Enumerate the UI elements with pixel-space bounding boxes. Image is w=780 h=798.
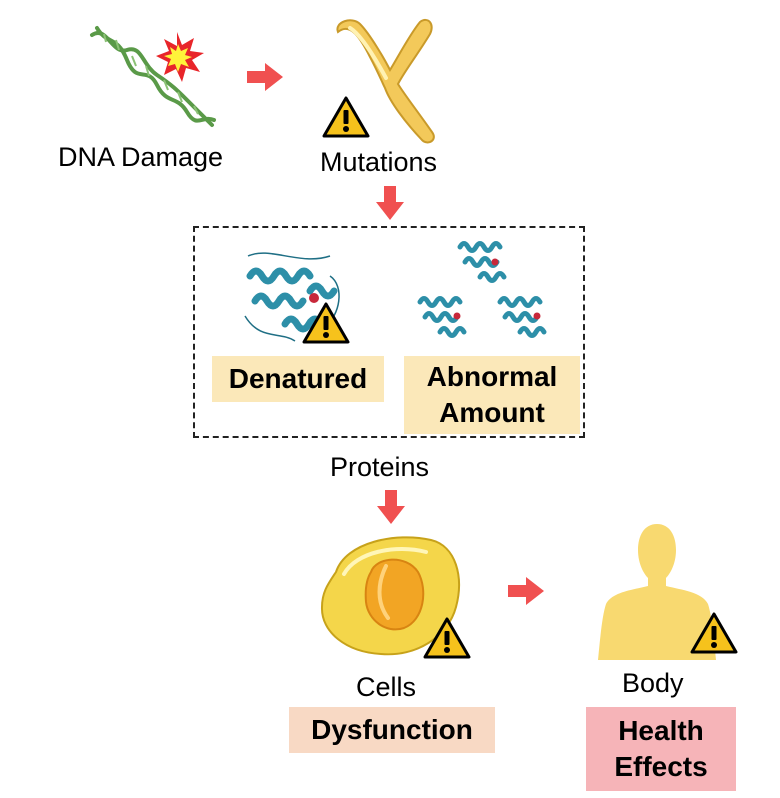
protein-cluster-icon	[417, 241, 547, 338]
arrow-right-icon	[247, 63, 283, 91]
health-effects-line1: Health	[618, 715, 704, 746]
warning-icon	[690, 612, 738, 654]
health-effects-tag: Health Effects	[586, 707, 736, 791]
warning-icon	[322, 96, 370, 138]
chromosome-icon	[336, 18, 435, 144]
proteins-label: Proteins	[330, 452, 430, 482]
protein-structure-icon	[244, 252, 340, 342]
arrow-right-icon	[508, 577, 544, 605]
denatured-tag: Denatured	[212, 356, 384, 402]
proteins-group-box	[193, 226, 585, 438]
mutations-label: Mutations	[320, 147, 438, 177]
human-body-icon	[598, 524, 716, 660]
arrow-down-icon	[376, 186, 404, 220]
cell-icon	[320, 536, 460, 656]
warning-icon	[302, 302, 350, 344]
body-label: Body	[622, 668, 684, 698]
dna-damage-icon	[90, 26, 216, 127]
abnormal-amount-line2: Amount	[439, 397, 545, 428]
abnormal-amount-tag: Abnormal Amount	[404, 356, 580, 434]
abnormal-amount-line1: Abnormal	[426, 361, 558, 392]
arrow-down-icon	[377, 490, 405, 524]
health-effects-line2: Effects	[614, 751, 708, 782]
dna-damage-label: DNA Damage	[58, 142, 224, 172]
warning-icon	[423, 617, 471, 659]
cells-label: Cells	[356, 672, 417, 702]
dysfunction-tag: Dysfunction	[289, 707, 495, 753]
